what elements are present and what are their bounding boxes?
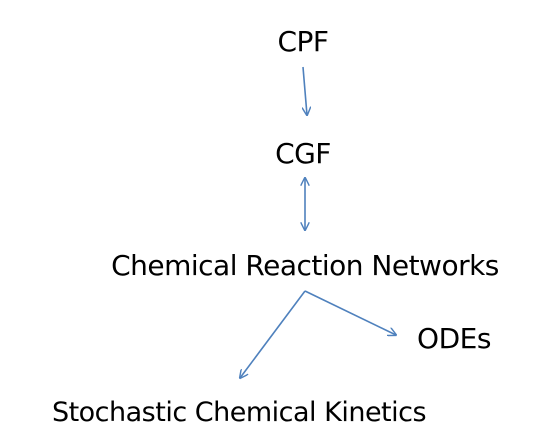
- arrow-crn-to-odes: [304, 290, 396, 335]
- node-odes: ODEs: [417, 322, 491, 355]
- arrow-cpf-to-cgf: [303, 66, 307, 115]
- arrow-crn-to-stochastic: [240, 290, 306, 378]
- node-stochastic-chemical-kinetics: Stochastic Chemical Kinetics: [52, 397, 426, 428]
- node-cpf: CPF: [277, 25, 328, 58]
- node-chemical-reaction-networks: Chemical Reaction Networks: [111, 249, 499, 282]
- node-cgf: CGF: [275, 137, 331, 170]
